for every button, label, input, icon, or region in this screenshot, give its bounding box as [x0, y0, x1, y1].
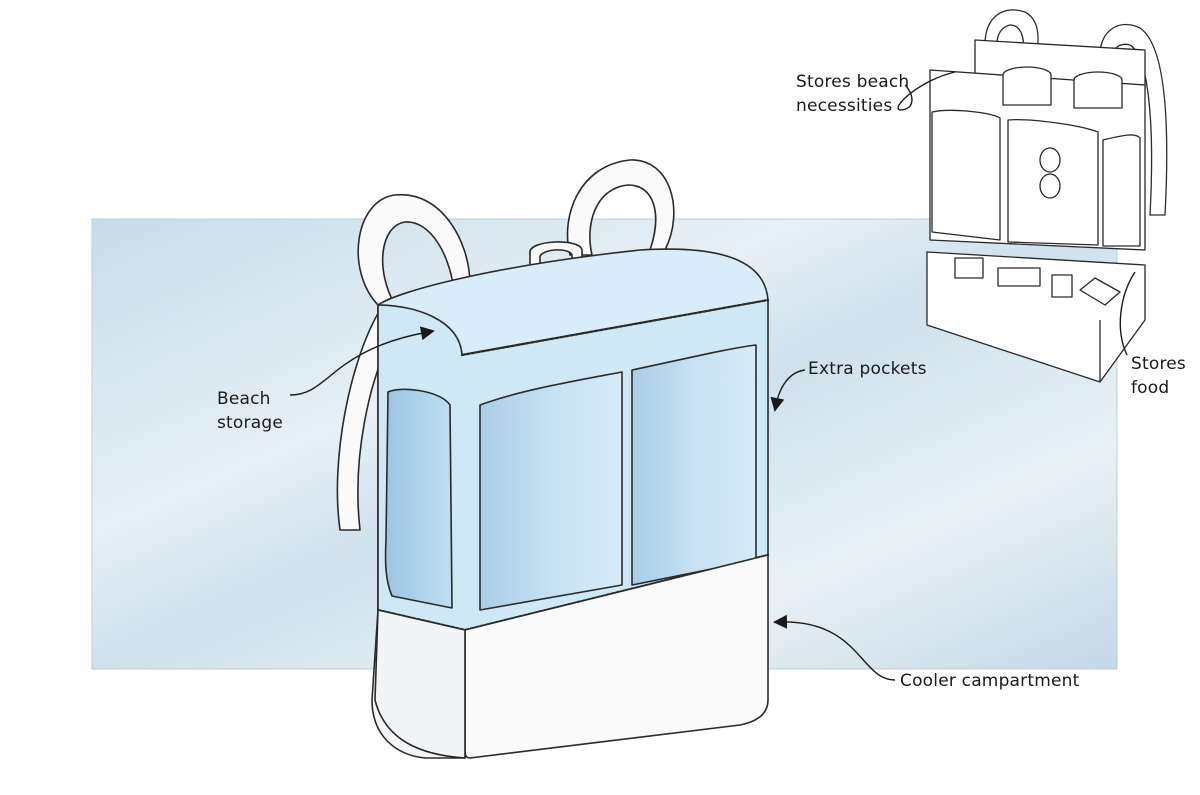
food-box-3 — [1051, 274, 1073, 298]
label-cooler-compartment: Cooler campartment — [900, 669, 1080, 693]
label-cooler-compartment-text: Cooler campartment — [900, 671, 1080, 691]
leader-beach-storage — [289, 326, 435, 396]
label-extra-pockets-text: Extra pockets — [808, 359, 927, 379]
front-pocket-left — [479, 371, 623, 611]
main-backpack — [336, 159, 770, 759]
sunglasses-icon-lower — [1039, 173, 1061, 199]
label-beach-storage-line2: storage — [217, 413, 283, 433]
label-beach-storage: Beach storage — [217, 387, 283, 435]
left-side-pocket — [384, 388, 453, 609]
label-stores-food-line2: food — [1131, 378, 1170, 398]
label-stores-food: Stores food — [1131, 352, 1186, 400]
leader-stores-food — [1119, 271, 1136, 356]
food-box-1 — [954, 257, 984, 279]
food-bottle — [1079, 277, 1121, 306]
left-strap-lower — [336, 309, 396, 531]
container-1-body — [1002, 75, 1052, 106]
label-extra-pockets: Extra pockets — [808, 357, 927, 381]
label-stores-food-line1: Stores — [1131, 354, 1186, 374]
small-right-strap — [1099, 23, 1168, 216]
leader-stores-necessities — [897, 71, 956, 111]
sunglasses-icon — [1039, 147, 1061, 173]
food-box-2 — [997, 267, 1041, 287]
label-stores-beach-line1: Stores beach — [796, 72, 910, 92]
open-backpack-sketch — [926, 9, 1168, 383]
leader-cooler — [773, 614, 896, 681]
top-zipper — [460, 298, 770, 357]
leader-extra-pockets — [770, 369, 806, 412]
cooler-left-face — [374, 609, 466, 759]
small-pocket-3 — [1102, 134, 1141, 247]
small-pocket-1 — [931, 109, 1001, 241]
leader-lines — [289, 71, 1136, 681]
label-stores-beach-necessities: Stores beach necessities — [796, 70, 909, 118]
label-stores-beach-line2: necessities — [796, 96, 893, 116]
container-2-body — [1073, 80, 1123, 109]
label-beach-storage-line1: Beach — [217, 389, 271, 409]
front-pocket-right — [631, 344, 757, 586]
